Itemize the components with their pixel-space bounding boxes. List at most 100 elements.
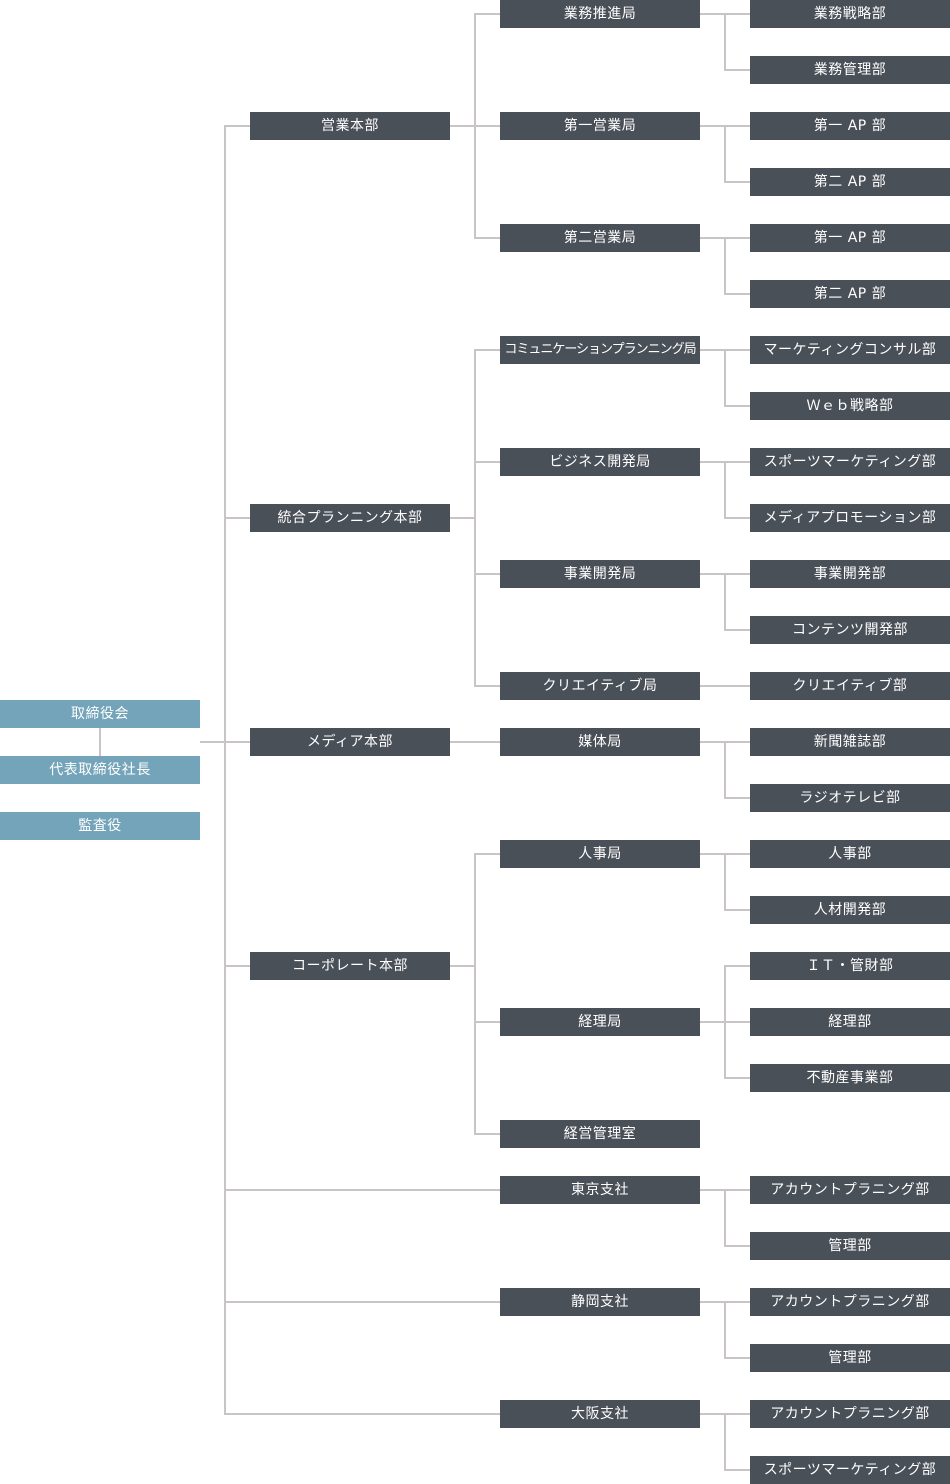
branch-1-connector-stub	[700, 1301, 725, 1303]
department-box: 不動産事業部	[750, 1064, 950, 1092]
division-1-connector-branch-1	[475, 461, 500, 463]
division-1-connector-branch-3	[475, 685, 500, 687]
division-branch-3	[225, 965, 250, 967]
department-box: コンテンツ開発部	[750, 616, 950, 644]
bureau-2-0-connector-branch-0	[725, 741, 750, 743]
branch-office-box: 東京支社	[500, 1176, 700, 1204]
bureau-1-0-connector-stub	[700, 349, 725, 351]
bureau-0-1-connector-stub	[700, 125, 725, 127]
department-box: アカウントプラニング部	[750, 1400, 950, 1428]
bureau-0-1-connector-branch-1	[725, 181, 750, 183]
department-box: アカウントプラニング部	[750, 1288, 950, 1316]
division-1-connector-stub	[450, 517, 475, 519]
branch-2-connector-trunk	[724, 1413, 726, 1471]
branch-2-connector-stub	[700, 1413, 725, 1415]
branch-office-connector-1	[225, 1301, 500, 1303]
bureau-0-1-connector-trunk	[724, 125, 726, 183]
division-branch-0	[225, 125, 250, 127]
bureau-0-0-connector-branch-1	[725, 69, 750, 71]
bureau-1-2-connector-trunk	[724, 573, 726, 631]
branch-1-connector-trunk	[724, 1301, 726, 1359]
bureau-2-0-connector-stub	[700, 741, 725, 743]
bureau-1-0-connector-trunk	[724, 349, 726, 407]
division-1-connector-branch-2	[475, 573, 500, 575]
department-box: 第二 AP 部	[750, 280, 950, 308]
division-3-connector-branch-1	[475, 1021, 500, 1023]
branch-0-connector-branch-0	[725, 1189, 750, 1191]
branch-office-box: 大阪支社	[500, 1400, 700, 1428]
department-box: Ｗｅｂ戦略部	[750, 392, 950, 420]
bureau-box: 媒体局	[500, 728, 700, 756]
main-trunk	[224, 125, 226, 1415]
bureau-3-1-connector-branch-1	[725, 1021, 750, 1023]
department-box: ＩＴ・管財部	[750, 952, 950, 980]
department-box: 事業開発部	[750, 560, 950, 588]
bureau-3-1-connector-stub	[700, 1021, 725, 1023]
division-3-connector-trunk	[474, 853, 476, 1135]
division-2-connector-branch-0	[475, 741, 500, 743]
department-box: 人材開発部	[750, 896, 950, 924]
branch-1-connector-branch-0	[725, 1301, 750, 1303]
bureau-0-2-connector-trunk	[724, 237, 726, 295]
division-3-connector-branch-2	[475, 1133, 500, 1135]
bureau-1-2-connector-stub	[700, 573, 725, 575]
department-box: 第一 AP 部	[750, 112, 950, 140]
board-of-directors-box: 取締役会	[0, 700, 200, 728]
division-1-connector-branch-0	[475, 349, 500, 351]
department-box: アカウントプラニング部	[750, 1176, 950, 1204]
bureau-1-1-connector-trunk	[724, 461, 726, 519]
department-box: クリエイティブ部	[750, 672, 950, 700]
bureau-1-3-connector-stub	[700, 685, 725, 687]
department-box: 新聞雑誌部	[750, 728, 950, 756]
department-box: 経理部	[750, 1008, 950, 1036]
division-box: 統合プランニング本部	[250, 504, 450, 532]
bureau-1-2-connector-branch-0	[725, 573, 750, 575]
bureau-3-1-connector-branch-2	[725, 1077, 750, 1079]
department-box: 第一 AP 部	[750, 224, 950, 252]
bureau-0-0-connector-branch-0	[725, 13, 750, 15]
division-0-connector-branch-0	[475, 13, 500, 15]
division-0-connector-branch-2	[475, 237, 500, 239]
department-box: 第二 AP 部	[750, 168, 950, 196]
division-box: コーポレート本部	[250, 952, 450, 980]
division-box: 営業本部	[250, 112, 450, 140]
bureau-2-0-connector-trunk	[724, 741, 726, 799]
bureau-2-0-connector-branch-1	[725, 797, 750, 799]
department-box: スポーツマーケティング部	[750, 448, 950, 476]
division-3-connector-branch-0	[475, 853, 500, 855]
bureau-3-0-connector-trunk	[724, 853, 726, 911]
branch-0-connector-stub	[700, 1189, 725, 1191]
bureau-1-1-connector-stub	[700, 461, 725, 463]
branch-0-connector-branch-1	[725, 1245, 750, 1247]
branch-office-connector-0	[225, 1189, 500, 1191]
bureau-0-2-connector-stub	[700, 237, 725, 239]
division-0-connector-stub	[450, 125, 475, 127]
branch-1-connector-branch-1	[725, 1357, 750, 1359]
president-box: 代表取締役社長	[0, 756, 200, 784]
department-box: マーケティングコンサル部	[750, 336, 950, 364]
department-box: 人事部	[750, 840, 950, 868]
bureau-box: 事業開発局	[500, 560, 700, 588]
department-box: ラジオテレビ部	[750, 784, 950, 812]
department-box: 管理部	[750, 1232, 950, 1260]
bureau-3-1-connector-branch-0	[725, 965, 750, 967]
division-branch-1	[225, 517, 250, 519]
department-box: 管理部	[750, 1344, 950, 1372]
bureau-box: 人事局	[500, 840, 700, 868]
bureau-box: コミュニケーションプランニング局	[500, 336, 700, 364]
branch-office-connector-2	[225, 1413, 500, 1415]
bureau-1-0-connector-branch-0	[725, 349, 750, 351]
auditor-box: 監査役	[0, 812, 200, 840]
division-2-connector-stub	[450, 741, 475, 743]
division-0-connector-branch-1	[475, 125, 500, 127]
division-branch-2	[225, 741, 250, 743]
bureau-box: 第一営業局	[500, 112, 700, 140]
division-box: メディア本部	[250, 728, 450, 756]
bureau-1-1-connector-branch-0	[725, 461, 750, 463]
bureau-0-0-connector-stub	[700, 13, 725, 15]
bureau-box: クリエイティブ局	[500, 672, 700, 700]
bureau-box: 経営管理室	[500, 1120, 700, 1148]
branch-office-box: 静岡支社	[500, 1288, 700, 1316]
branch-2-connector-branch-0	[725, 1413, 750, 1415]
